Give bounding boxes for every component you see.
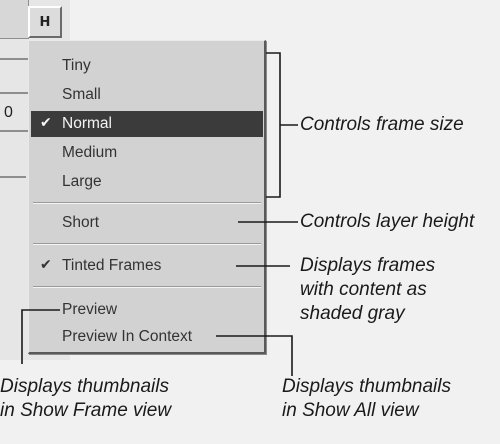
menu-item-label: Preview In Context xyxy=(62,328,193,345)
menu-separator xyxy=(33,286,261,288)
preview-context-leader xyxy=(216,335,293,376)
checkmark-icon: ✔ xyxy=(40,257,52,273)
checkmark-icon: ✔ xyxy=(40,115,52,131)
menu-item-label: Large xyxy=(62,173,102,190)
frame-number-fragment: 0 xyxy=(4,104,13,121)
annotation-line: Displays frames xyxy=(300,255,436,276)
menu-item-preview[interactable]: Preview xyxy=(31,297,263,323)
annotation-layer-height: Controls layer height xyxy=(300,211,475,232)
menu-item-label: Short xyxy=(62,214,100,231)
annotation-preview: Displays thumbnails in Show Frame view xyxy=(0,375,171,423)
menu-item-preview-in-context[interactable]: Preview In Context xyxy=(31,324,263,350)
frame-view-options-button[interactable]: H xyxy=(28,6,62,38)
annotation-line: in Show All view xyxy=(282,400,419,421)
menu-item-large[interactable]: Large xyxy=(31,169,263,195)
panel-divider xyxy=(0,176,26,178)
panel-divider xyxy=(0,130,30,132)
menu-separator xyxy=(33,202,261,204)
menu-item-label: Preview xyxy=(62,301,118,318)
menu-item-label: Tiny xyxy=(62,57,91,74)
menu-item-small[interactable]: Small xyxy=(31,82,263,108)
annotation-line: with content as xyxy=(300,279,427,300)
frame-size-bracket xyxy=(266,52,281,198)
annotation-line: shaded gray xyxy=(300,303,405,324)
menu-item-normal[interactable]: ✔ Normal xyxy=(31,111,263,137)
panel-divider xyxy=(0,58,30,60)
preview-leader xyxy=(21,309,60,364)
menu-item-medium[interactable]: Medium xyxy=(31,140,263,166)
menu-item-tiny[interactable]: Tiny xyxy=(31,53,263,79)
annotation-frame-size: Controls frame size xyxy=(300,114,464,135)
annotation-preview-in-context: Displays thumbnails in Show All view xyxy=(282,375,451,423)
menu-item-label: Normal xyxy=(62,115,112,132)
annotation-line: in Show Frame view xyxy=(0,400,172,421)
annotation-tinted-frames: Displays frames with content as shaded g… xyxy=(300,254,435,326)
menu-item-short[interactable]: Short xyxy=(31,210,263,236)
frame-view-menu: Tiny Small ✔ Normal Medium Large Short ✔… xyxy=(28,40,266,354)
annotation-line: Displays thumbnails xyxy=(0,376,169,397)
annotation-line: Displays thumbnails xyxy=(282,376,451,397)
frame-view-icon: H xyxy=(39,14,51,30)
menu-item-label: Small xyxy=(62,86,101,103)
menu-item-label: Medium xyxy=(62,144,118,161)
menu-separator xyxy=(33,243,261,245)
menu-item-label: Tinted Frames xyxy=(62,257,162,274)
menu-item-tinted-frames[interactable]: ✔ Tinted Frames xyxy=(31,253,263,279)
panel-divider xyxy=(0,92,30,94)
